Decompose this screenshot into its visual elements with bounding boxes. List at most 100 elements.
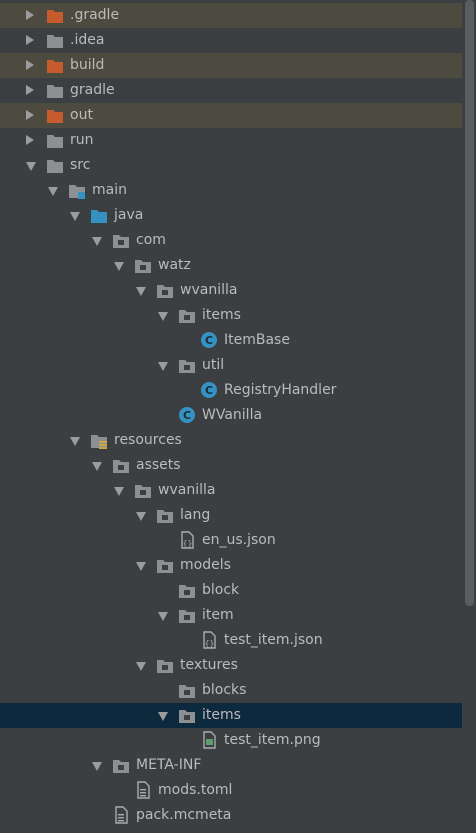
svg-text:{}: {}: [205, 639, 215, 648]
package-icon: [178, 358, 196, 373]
tree-item-label: .idea: [70, 32, 105, 48]
chevron-down-icon[interactable]: [92, 237, 102, 246]
tree-item-textures[interactable]: textures: [0, 653, 462, 678]
chevron-right-icon[interactable]: [26, 135, 34, 145]
tree-item-label: util: [202, 357, 225, 373]
chevron-right-icon[interactable]: [26, 110, 34, 120]
folder-icon: [46, 83, 64, 98]
tree-item-gradle[interactable]: gradle: [0, 78, 462, 103]
tree-item-models[interactable]: models: [0, 553, 462, 578]
chevron-down-icon[interactable]: [158, 712, 168, 721]
chevron-down-icon[interactable]: [26, 162, 36, 171]
tree-item-build[interactable]: build: [0, 53, 462, 78]
tree-item-resources[interactable]: resources: [0, 428, 462, 453]
chevron-right-icon[interactable]: [26, 85, 34, 95]
folder-icon: [46, 33, 64, 48]
tree-item-test-item-json[interactable]: {}test_item.json: [0, 628, 462, 653]
svg-text:C: C: [205, 384, 213, 397]
tree-item-block[interactable]: block: [0, 578, 462, 603]
tree-item-items[interactable]: items: [0, 303, 462, 328]
tree-item-label: run: [70, 132, 94, 148]
tree-item-wvanilla[interactable]: wvanilla: [0, 478, 462, 503]
vertical-scrollbar[interactable]: [465, 0, 474, 606]
resources-folder-icon: [90, 433, 108, 449]
tree-item-label: com: [136, 232, 166, 248]
tree-item-label: mods.toml: [158, 782, 233, 798]
tree-item-label: block: [202, 582, 240, 598]
tree-item-label: main: [92, 182, 127, 198]
tree-item-mods-toml[interactable]: mods.toml: [0, 778, 462, 803]
package-icon: [134, 258, 152, 273]
tree-item-pack-mcmeta[interactable]: pack.mcmeta: [0, 803, 462, 828]
svg-text:C: C: [205, 334, 213, 347]
tree-item-com[interactable]: com: [0, 228, 462, 253]
chevron-down-icon[interactable]: [70, 212, 80, 221]
tree-item-test-item-png[interactable]: test_item.png: [0, 728, 462, 753]
chevron-down-icon[interactable]: [92, 462, 102, 471]
tree-item-label: items: [202, 307, 241, 323]
tree-item--gradle[interactable]: .gradle: [0, 3, 462, 28]
tree-item-label: out: [70, 107, 93, 123]
tree-item--idea[interactable]: .idea: [0, 28, 462, 53]
chevron-down-icon[interactable]: [158, 312, 168, 321]
tree-item-label: wvanilla: [180, 282, 238, 298]
tree-item-watz[interactable]: watz: [0, 253, 462, 278]
tree-item-label: gradle: [70, 82, 115, 98]
chevron-down-icon[interactable]: [158, 362, 168, 371]
tree-item-label: textures: [180, 657, 238, 673]
tree-item-label: lang: [180, 507, 211, 523]
chevron-down-icon[interactable]: [114, 487, 124, 496]
tree-item-label: blocks: [202, 682, 247, 698]
tree-item-out[interactable]: out: [0, 103, 462, 128]
tree-item-main[interactable]: main: [0, 178, 462, 203]
text-file-icon: [134, 781, 152, 799]
svg-text:{}: {}: [183, 539, 193, 548]
tree-item-label: watz: [158, 257, 191, 273]
package-icon: [178, 583, 196, 598]
package-icon: [156, 508, 174, 523]
module-folder-icon: [68, 183, 86, 199]
java-class-icon: C: [200, 332, 218, 348]
chevron-down-icon[interactable]: [136, 562, 146, 571]
chevron-down-icon[interactable]: [92, 762, 102, 771]
tree-item-run[interactable]: run: [0, 128, 462, 153]
tree-item-lang[interactable]: lang: [0, 503, 462, 528]
chevron-down-icon[interactable]: [136, 662, 146, 671]
tree-item-label: item: [202, 607, 234, 623]
tree-item-label: .gradle: [70, 7, 120, 23]
tree-item-blocks[interactable]: blocks: [0, 678, 462, 703]
tree-item-wvanilla[interactable]: wvanilla: [0, 278, 462, 303]
source-folder-icon: [90, 208, 108, 223]
tree-item-en-us-json[interactable]: {}en_us.json: [0, 528, 462, 553]
package-icon: [178, 608, 196, 623]
chevron-right-icon[interactable]: [26, 10, 34, 20]
chevron-down-icon[interactable]: [70, 437, 80, 446]
tree-item-assets[interactable]: assets: [0, 453, 462, 478]
chevron-down-icon[interactable]: [48, 187, 58, 196]
chevron-down-icon[interactable]: [136, 287, 146, 296]
tree-item-items[interactable]: items: [0, 703, 462, 728]
tree-item-label: build: [70, 57, 105, 73]
tree-item-meta-inf[interactable]: META-INF: [0, 753, 462, 778]
chevron-right-icon[interactable]: [26, 35, 34, 45]
tree-item-java[interactable]: java: [0, 203, 462, 228]
tree-item-util[interactable]: util: [0, 353, 462, 378]
tree-item-label: wvanilla: [158, 482, 216, 498]
tree-item-label: assets: [136, 457, 181, 473]
package-icon: [156, 283, 174, 298]
chevron-down-icon[interactable]: [136, 512, 146, 521]
package-icon: [178, 308, 196, 323]
tree-item-item[interactable]: item: [0, 603, 462, 628]
java-class-icon: C: [200, 382, 218, 398]
package-icon: [112, 758, 130, 773]
package-icon: [112, 233, 130, 248]
chevron-right-icon[interactable]: [26, 60, 34, 70]
tree-item-label: models: [180, 557, 231, 573]
chevron-down-icon[interactable]: [158, 612, 168, 621]
tree-item-src[interactable]: src: [0, 153, 462, 178]
chevron-down-icon[interactable]: [114, 262, 124, 271]
package-icon: [134, 483, 152, 498]
